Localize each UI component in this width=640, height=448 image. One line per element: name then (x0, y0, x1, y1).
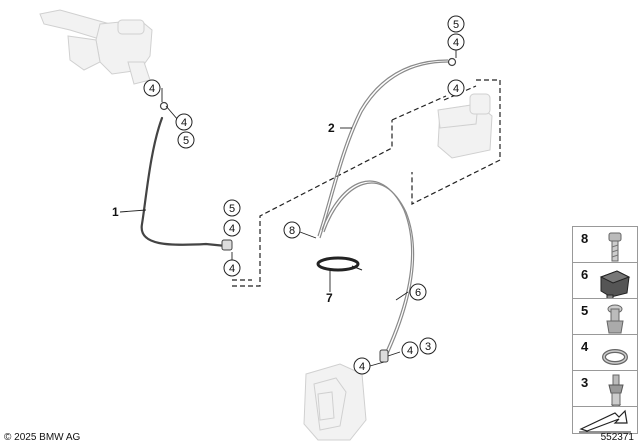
callout-lower-left-5: 5 (223, 199, 241, 217)
bolt-icon (608, 232, 622, 262)
copyright-notice: © 2025 BMW AG (4, 432, 81, 443)
abs-unit-ghost (437, 93, 493, 159)
svg-text:4: 4 (359, 361, 365, 373)
hose-clamp-7 (316, 256, 363, 272)
label-line-7: 7 (326, 291, 333, 305)
bleed-screw-icon (608, 374, 624, 410)
brake-line-6 (321, 180, 415, 363)
legend-number: 6 (581, 267, 589, 282)
callout-caliper-4b: 4 (401, 341, 419, 359)
svg-text:6: 6 (415, 287, 421, 299)
legend-item-4: 4 (572, 334, 638, 374)
legend-number: 3 (581, 375, 589, 390)
label-line-1: 1 (112, 205, 119, 219)
callout-lower-left-4a: 4 (223, 219, 241, 237)
callout-caliper-4a: 4 (353, 357, 371, 375)
legend-item-5: 5 (572, 298, 638, 338)
callout-lower-left-4b: 4 (223, 259, 241, 277)
svg-text:5: 5 (183, 135, 189, 147)
legend-number: 4 (581, 339, 589, 354)
brake-line-1 (140, 101, 233, 251)
svg-text:4: 4 (149, 83, 155, 95)
callout-upper-left-5: 5 (177, 131, 195, 149)
callout-upper-left-4: 4 (175, 113, 193, 131)
parts-legend: 8 6 5 4 3 (572, 226, 638, 434)
callout-8: 8 (283, 221, 301, 239)
legend-item-3: 3 (572, 370, 638, 410)
legend-item-arrow (572, 406, 638, 434)
callout-abs-4: 4 (447, 79, 465, 97)
leader-lines (119, 50, 457, 367)
direction-arrow-icon (579, 409, 631, 433)
legend-item-6: 6 (572, 262, 638, 302)
svg-text:5: 5 (229, 203, 235, 215)
svg-text:4: 4 (181, 117, 187, 129)
svg-text:4: 4 (453, 83, 459, 95)
brake-line-2 (317, 57, 457, 239)
diagram-number: 552371 (600, 432, 634, 443)
handlebar-master-cylinder-ghost (39, 9, 153, 85)
callout-mc-4: 4 (143, 79, 161, 97)
legend-number: 8 (581, 231, 589, 246)
banjo-bolt-icon (606, 304, 624, 334)
svg-text:4: 4 (229, 263, 235, 275)
svg-text:5: 5 (453, 19, 459, 31)
junction-block-icon (599, 270, 631, 301)
brake-caliper-ghost (303, 363, 367, 441)
callout-right-top-5: 5 (447, 15, 465, 33)
svg-text:4: 4 (453, 37, 459, 49)
label-line-2: 2 (328, 121, 335, 135)
legend-item-8: 8 (572, 226, 638, 266)
svg-text:8: 8 (289, 225, 295, 237)
sealing-ring-icon (602, 349, 628, 365)
svg-text:4: 4 (407, 345, 413, 357)
callout-6: 6 (409, 283, 427, 301)
svg-text:4: 4 (229, 223, 235, 235)
svg-text:3: 3 (425, 341, 431, 353)
callout-right-top-4: 4 (447, 33, 465, 51)
legend-number: 5 (581, 303, 589, 318)
callout-caliper-3: 3 (419, 337, 437, 355)
